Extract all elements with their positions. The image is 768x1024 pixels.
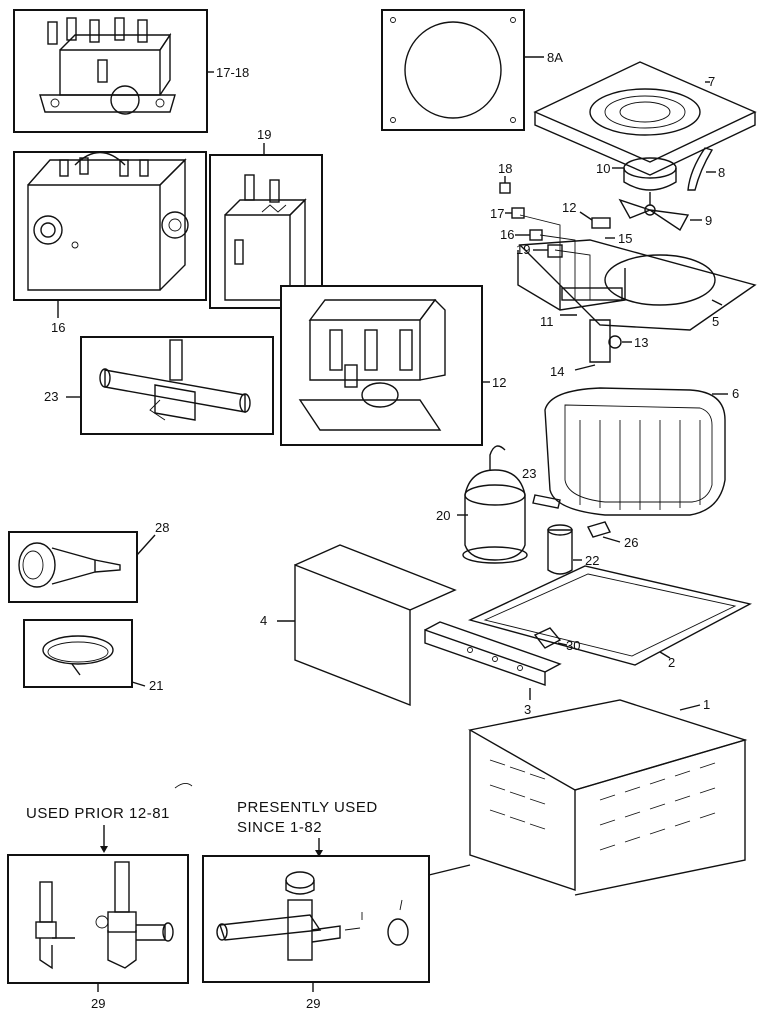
label-13: 13 (634, 335, 648, 350)
part-6-condenser-coil: 6 (544, 386, 739, 516)
part-13-clamp: 13 (608, 335, 648, 350)
label-18-main: 18 (498, 161, 512, 176)
label-23-main: 23 (522, 466, 536, 481)
label-3: 3 (524, 702, 531, 717)
part-28-box: 28 (8, 520, 169, 603)
part-21-box: 21 (23, 619, 163, 693)
inset-part-19: 19 (209, 127, 323, 309)
part-10-fan-motor: 10 (596, 157, 677, 205)
label-15: 15 (618, 231, 632, 246)
part-8-bracket: 8 (687, 147, 725, 191)
inset-contactor-12: 12 (280, 285, 506, 446)
label-29-right: 29 (306, 996, 320, 1011)
note-presently-used-line2: SINCE 1-82 (237, 819, 322, 836)
label-19-main: 19 (516, 242, 530, 257)
part-7-top-grille: 7 (533, 61, 757, 176)
part-30-mount: 30 (533, 627, 580, 653)
label-21: 21 (149, 678, 163, 693)
label-4: 4 (260, 613, 267, 628)
note-presently-used-line1: PRESENTLY USED (237, 799, 378, 816)
label-12-inset: 12 (492, 375, 506, 390)
valve-illustration (99, 339, 251, 421)
part-3-rail: 3 (424, 621, 562, 717)
label-7: 7 (708, 74, 715, 89)
label-28: 28 (155, 520, 169, 535)
inset-valve-23: 23 (44, 336, 274, 435)
inset-relay-17-18: 17-18 (13, 9, 249, 133)
valve-present-illustration (216, 871, 409, 961)
label-12-main: 12 (562, 200, 576, 215)
part-23-main: 23 (522, 466, 561, 509)
part-11-control-box: 11 (517, 250, 626, 329)
part-22-capacitor: 22 (547, 524, 599, 575)
part-2-base-pan: 2 (467, 565, 752, 670)
label-1: 1 (703, 697, 710, 712)
label-8a: 8A (547, 50, 563, 65)
label-11: 11 (540, 314, 554, 329)
label-17-main: 17 (490, 206, 504, 221)
control-illustration (27, 151, 189, 291)
label-10: 10 (596, 161, 610, 176)
note-presently-used: PRESENTLY USED SINCE 1-82 (237, 799, 378, 857)
part-29-left-box: 29 (7, 854, 189, 1011)
label-30: 30 (566, 638, 580, 653)
part-8a-plate: 8A (381, 9, 563, 131)
small-components-cluster: 18 17 16 19 12 15 (490, 161, 632, 300)
label-2: 2 (668, 655, 675, 670)
label-8: 8 (718, 165, 725, 180)
label-23-inset: 23 (44, 389, 58, 404)
label-19-inset: 19 (257, 127, 271, 142)
note-used-prior-text: USED PRIOR 12-81 (26, 805, 170, 822)
label-16-inset: 16 (51, 320, 65, 335)
note-used-prior: USED PRIOR 12-81 (26, 783, 193, 853)
label-20: 20 (436, 508, 450, 523)
label-26: 26 (624, 535, 638, 550)
part-20-compressor: 20 (436, 445, 528, 564)
label-17-18: 17-18 (216, 65, 249, 80)
label-6: 6 (732, 386, 739, 401)
part-5-top-panel: 5 (518, 239, 757, 331)
label-16-main: 16 (500, 227, 514, 242)
label-9: 9 (705, 213, 712, 228)
relay-illustration (39, 17, 176, 115)
part-9-fan-blade: 9 (618, 198, 712, 232)
label-22: 22 (585, 553, 599, 568)
louver-pattern (489, 759, 716, 851)
contactor-illustration (298, 298, 446, 431)
part-26-fitting: 26 (586, 521, 638, 550)
part-1-cabinet: 1 (468, 697, 748, 896)
part-14-bracket: 14 (550, 319, 611, 379)
part-29-right-box: 29 (202, 855, 430, 1011)
leader-to-cabinet (428, 864, 471, 876)
part-4-side-panel: 4 (260, 544, 457, 707)
label-29-left: 29 (91, 996, 105, 1011)
label-14: 14 (550, 364, 564, 379)
label-5: 5 (712, 314, 719, 329)
inset-control-16: 16 (13, 151, 207, 335)
valve-prior-illustration (35, 861, 174, 970)
